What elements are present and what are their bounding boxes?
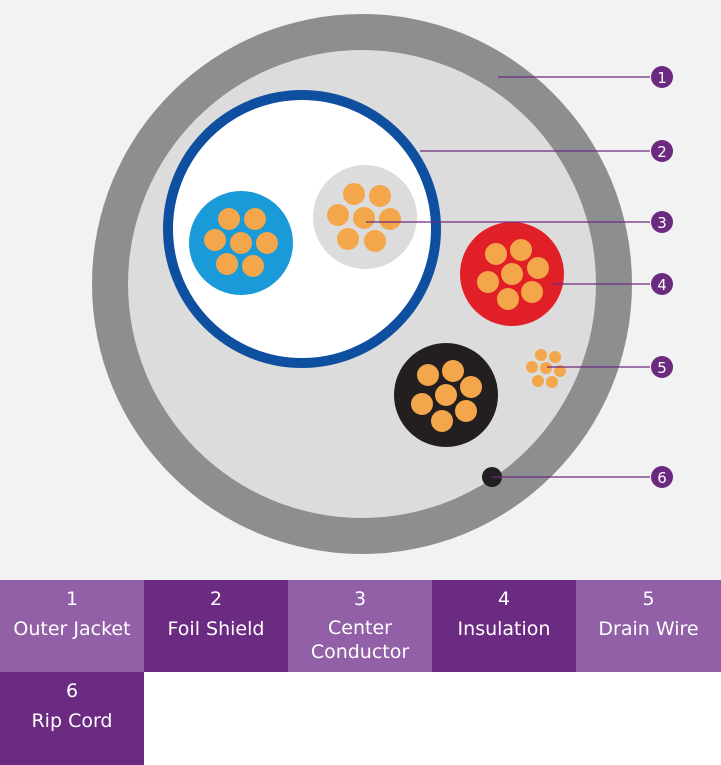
legend-label: Rip Cord	[31, 710, 113, 732]
callout-lines	[366, 76, 650, 478]
drain-strand	[540, 362, 552, 374]
strands-blue	[204, 208, 278, 277]
legend-number: 2	[209, 588, 223, 610]
strand	[510, 239, 532, 261]
badge-number: 2	[657, 143, 667, 161]
conductor-red	[460, 222, 564, 326]
callout-badge-2: 2	[651, 140, 673, 162]
strand	[242, 255, 264, 277]
badge-circle	[651, 356, 673, 378]
strands-gray	[327, 183, 401, 252]
drain-strand	[546, 376, 558, 388]
strand	[485, 243, 507, 265]
strand	[327, 204, 349, 226]
badge-circle	[651, 273, 673, 295]
strand	[369, 185, 391, 207]
legend-label: Drain Wire	[598, 618, 699, 640]
strand	[364, 230, 386, 252]
legend-label: Insulation	[457, 618, 551, 640]
callout-badges: 1 2 3 4 5	[651, 66, 673, 488]
strand	[379, 208, 401, 230]
strand	[256, 232, 278, 254]
strand	[204, 229, 226, 251]
badge-number: 6	[657, 469, 667, 487]
strand	[411, 393, 433, 415]
strand	[460, 376, 482, 398]
strand	[501, 263, 523, 285]
drain-strand	[532, 375, 544, 387]
badge-number: 5	[657, 359, 667, 377]
strand	[216, 253, 238, 275]
legend-number: 5	[642, 588, 655, 610]
cable-diagram: 1 2 3 4 5	[92, 14, 673, 554]
callout-badge-4: 4	[651, 273, 673, 295]
legend-number: 3	[353, 588, 367, 610]
legend-item-rip-cord: 6 Rip Cord	[0, 672, 144, 765]
strand	[431, 410, 453, 432]
strands-black	[411, 360, 482, 432]
drain-strand	[526, 361, 538, 373]
legend-number: 4	[497, 588, 511, 610]
legend-item-insulation: 4 Insulation	[432, 580, 576, 672]
drain-wire	[526, 349, 566, 388]
conductor-gray	[313, 165, 417, 269]
drain-strand	[549, 351, 561, 363]
drain-strand	[535, 349, 547, 361]
strand	[218, 208, 240, 230]
badge-circle	[651, 466, 673, 488]
callout-badge-6: 6	[651, 466, 673, 488]
callout-badge-5: 5	[651, 356, 673, 378]
strand	[497, 288, 519, 310]
strand	[521, 281, 543, 303]
badge-circle	[651, 211, 673, 233]
badge-circle	[651, 140, 673, 162]
conductor-blue	[189, 191, 293, 295]
strand	[230, 232, 252, 254]
legend-label: Center Conductor	[310, 617, 410, 663]
strand	[442, 360, 464, 382]
legend-item-outer-jacket: 1 Outer Jacket	[0, 580, 144, 672]
strand	[244, 208, 266, 230]
badge-number: 4	[657, 276, 667, 294]
legend-number: 1	[65, 588, 79, 610]
strands-red	[477, 239, 549, 310]
drain-strand	[554, 365, 566, 377]
callout-badge-1: 1	[651, 66, 673, 88]
legend-item-center-conductor: 3 Center Conductor	[288, 580, 432, 672]
callout-badge-3: 3	[651, 211, 673, 233]
strand	[417, 364, 439, 386]
strand	[435, 384, 457, 406]
legend-label: Outer Jacket	[13, 618, 131, 640]
strand	[353, 207, 375, 229]
diagram-area: 1 2 3 4 5	[0, 0, 721, 580]
legend-number: 6	[65, 680, 79, 702]
badge-circle	[651, 66, 673, 88]
strand	[455, 400, 477, 422]
badge-number: 1	[657, 69, 667, 87]
conductor-black	[394, 343, 498, 447]
badge-number: 3	[657, 214, 667, 232]
legend-item-drain-wire: 5 Drain Wire	[576, 580, 721, 672]
foil-shield-ring	[163, 90, 441, 368]
legend-label: Foil Shield	[167, 618, 265, 640]
strand	[527, 257, 549, 279]
strand	[343, 183, 365, 205]
strand	[337, 228, 359, 250]
legend-item-foil-shield: 2 Foil Shield	[144, 580, 288, 672]
strand	[477, 271, 499, 293]
